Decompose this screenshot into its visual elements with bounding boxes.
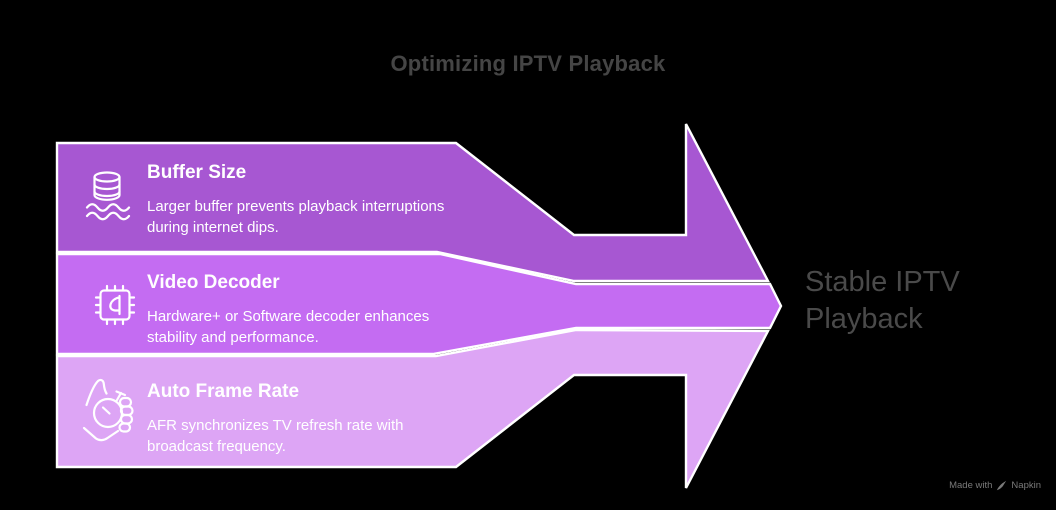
step-heading: Video Decoder [147, 272, 280, 293]
band-video-decoder-shape [55, 252, 783, 356]
band-buffer-size-shape [55, 123, 770, 283]
napkin-credit: Made with Napkin [949, 480, 1041, 491]
credit-brand: Napkin [1011, 480, 1041, 491]
step-description: AFR synchronizes TV refresh rate with br… [147, 417, 404, 455]
step-description: Hardware+ or Software decoder enhances s… [147, 308, 430, 346]
result-label: Stable IPTV Playback [805, 266, 960, 335]
database-buffer-icon [85, 171, 131, 221]
step-buffer-size: Buffer Size Larger buffer prevents playb… [147, 160, 487, 238]
band-auto-frame-rate-shape [55, 328, 770, 489]
step-auto-frame-rate: Auto Frame Rate AFR synchronizes TV refr… [147, 379, 487, 457]
step-description: Larger buffer prevents playback interrup… [147, 198, 445, 236]
step-heading: Buffer Size [147, 162, 247, 183]
credit-prefix: Made with [949, 480, 993, 491]
hand-stopwatch-icon [82, 378, 134, 442]
page-title: Optimizing IPTV Playback [390, 51, 666, 76]
step-video-decoder: Video Decoder Hardware+ or Software deco… [147, 270, 487, 348]
chip-icon [94, 284, 136, 326]
step-heading: Auto Frame Rate [147, 381, 300, 402]
quill-pen-icon [997, 480, 1007, 491]
